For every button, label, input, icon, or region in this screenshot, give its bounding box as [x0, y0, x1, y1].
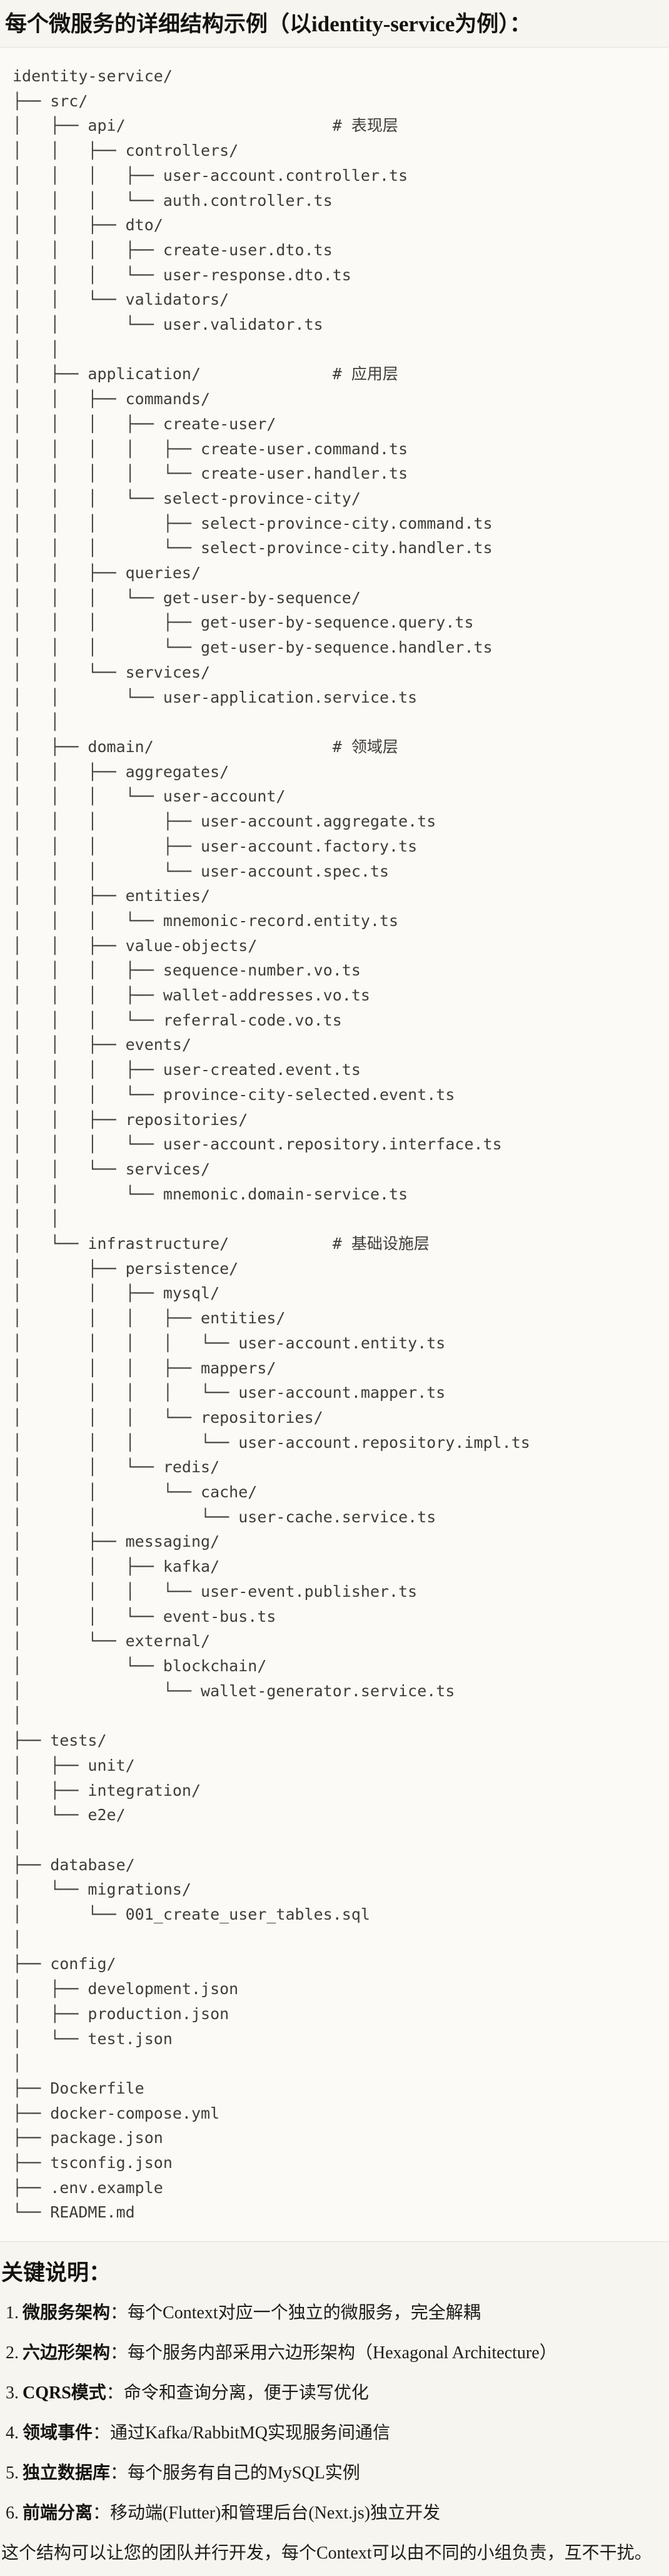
item-separator: ： [110, 2463, 128, 2483]
item-text: 每个服务内部采用六边形架构（Hexagonal Architecture） [128, 2343, 557, 2363]
key-note-item: 6.前端分离：移动端(Flutter)和管理后台(Next.js)独立开发 [1, 2503, 656, 2523]
item-separator: ： [106, 2383, 124, 2403]
closing-paragraph: 这个结构可以让您的团队并行开发，每个Context可以由不同的小组负责，互不干扰… [1, 2543, 652, 2563]
key-notes-heading: 关键说明： [1, 2261, 111, 2286]
item-number: 6. [6, 2503, 19, 2523]
item-number: 2. [6, 2343, 19, 2363]
file-tree-code-block: identity-service/ ├── src/ │ ├── api/ # … [0, 47, 669, 2243]
item-separator: ： [93, 2503, 111, 2523]
item-number: 4. [6, 2423, 19, 2443]
item-number: 3. [6, 2383, 19, 2403]
item-label: 前端分离 [23, 2503, 93, 2523]
item-label: 领域事件 [23, 2423, 93, 2443]
item-label: 独立数据库 [23, 2463, 111, 2483]
item-text: 每个服务有自己的MySQL实例 [128, 2463, 360, 2483]
item-text: 通过Kafka/RabbitMQ实现服务间通信 [110, 2423, 390, 2443]
item-text: 每个Context对应一个独立的微服务，完全解耦 [128, 2303, 481, 2323]
key-note-item: 5.独立数据库：每个服务有自己的MySQL实例 [1, 2463, 656, 2483]
item-separator: ： [93, 2423, 111, 2443]
item-label: 微服务架构 [23, 2303, 111, 2323]
key-note-item: 2.六边形架构：每个服务内部采用六边形架构（Hexagonal Architec… [1, 2343, 656, 2363]
item-label: 六边形架构 [23, 2343, 111, 2363]
item-separator: ： [110, 2343, 128, 2363]
item-label: CQRS模式 [23, 2383, 106, 2403]
key-note-item: 4.领域事件：通过Kafka/RabbitMQ实现服务间通信 [1, 2423, 656, 2443]
item-text: 命令和查询分离，便于读写优化 [123, 2383, 369, 2403]
file-tree: identity-service/ ├── src/ │ ├── api/ # … [13, 67, 530, 2222]
item-number: 5. [6, 2463, 19, 2483]
item-number: 1. [6, 2303, 19, 2323]
page-title: 每个微服务的详细结构示例（以identity-service为例）： [5, 12, 531, 36]
item-text: 移动端(Flutter)和管理后台(Next.js)独立开发 [110, 2503, 441, 2523]
item-separator: ： [110, 2303, 128, 2323]
key-note-item: 3.CQRS模式：命令和查询分离，便于读写优化 [1, 2383, 656, 2403]
key-note-item: 1.微服务架构：每个Context对应一个独立的微服务，完全解耦 [1, 2303, 656, 2323]
